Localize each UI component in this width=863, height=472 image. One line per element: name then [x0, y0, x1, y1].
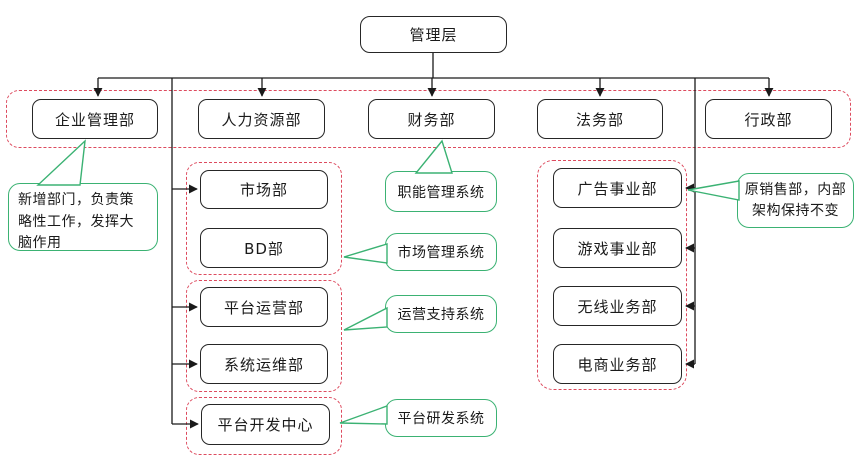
callout-former-sales-note: 原销售部，内部架构保持不变 — [737, 173, 854, 228]
node-ad-business-unit: 广告事业部 — [553, 168, 682, 208]
node-enterprise-mgmt: 企业管理部 — [32, 99, 158, 139]
tail-operation-system — [343, 306, 388, 331]
tail-market-system — [343, 243, 388, 264]
callout-new-dept-note: 新增部门，负责策略性工作，发挥大脑作用 — [8, 183, 158, 251]
node-wireless-business-unit: 无线业务部 — [553, 286, 682, 326]
group-market-bd — [186, 162, 342, 275]
node-bd: BD部 — [200, 228, 328, 268]
callout-operation-support-system: 运营支持系统 — [385, 295, 497, 333]
node-legal: 法务部 — [537, 99, 663, 139]
node-hr: 人力资源部 — [198, 99, 325, 139]
group-platform-dev — [186, 397, 342, 455]
node-admin: 行政部 — [705, 99, 832, 139]
tail-former-sales-note — [687, 180, 740, 201]
callout-functional-mgmt-system: 职能管理系统 — [385, 171, 497, 212]
callout-market-mgmt-system: 市场管理系统 — [385, 233, 497, 271]
node-platform-operation: 平台运营部 — [200, 287, 328, 327]
group-business-units — [537, 160, 687, 390]
node-management: 管理层 — [360, 16, 507, 53]
callout-platform-rd-system: 平台研发系统 — [385, 399, 497, 437]
tail-platform-rd-system — [339, 405, 388, 425]
node-platform-dev-center: 平台开发中心 — [201, 404, 330, 445]
node-game-business-unit: 游戏事业部 — [553, 228, 682, 268]
node-finance: 财务部 — [368, 99, 495, 139]
node-market: 市场部 — [200, 170, 328, 209]
group-platform-operations — [186, 280, 342, 392]
node-ecommerce-business-unit: 电商业务部 — [553, 344, 682, 384]
node-system-maintenance: 系统运维部 — [200, 344, 328, 384]
